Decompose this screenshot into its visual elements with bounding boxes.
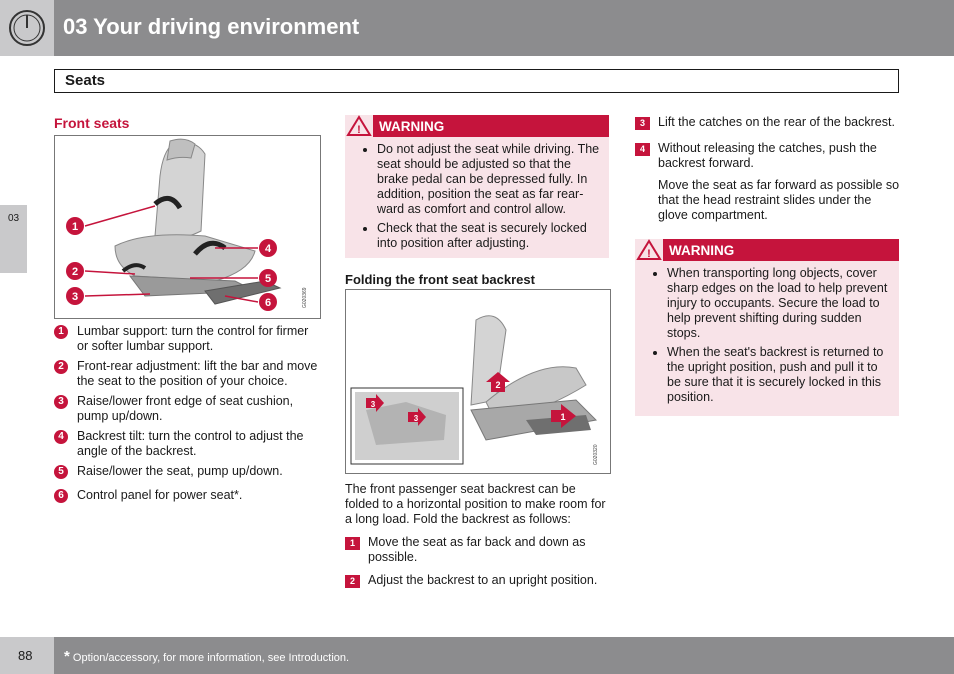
chapter-title: 03 Your driving environment [63, 14, 360, 39]
warning-bullet: When the seat's backrest is returned to … [667, 345, 891, 405]
section-bar: Seats [54, 69, 899, 93]
fig2-callout-3a: 3 [371, 400, 376, 409]
svg-text:3: 3 [72, 291, 78, 303]
gauge-icon [9, 10, 45, 46]
fig2-callout-3b: 3 [414, 414, 419, 423]
step-note: Move the seat as far forward as possible… [658, 178, 900, 222]
svg-text:6: 6 [265, 297, 271, 309]
svg-text:!: ! [647, 248, 651, 260]
chapter-header: 03 Your driving environment [0, 0, 954, 56]
warning-triangle-icon: ! [635, 239, 663, 261]
warning-label: WARNING [379, 119, 445, 134]
front-seat-illustration: 1 2 3 4 5 6 G020369 [55, 136, 320, 318]
warning-header: ! WARNING [345, 115, 609, 137]
footnote: * Option/accessory, for more information… [64, 648, 349, 665]
column-1: Front seats [54, 116, 321, 131]
fig2-callout-2: 2 [495, 380, 500, 390]
callout-2: 2 [66, 262, 84, 280]
footnote-asterisk: * [64, 648, 70, 665]
svg-text:!: ! [357, 124, 361, 136]
callout-6: 6 [259, 293, 277, 311]
side-tab-label: 03 [8, 213, 20, 224]
warning-bullet: When transporting long objects, cover sh… [667, 266, 891, 341]
front-seat-figure: 1 2 3 4 5 6 G020369 [54, 135, 321, 319]
warning-bullets: When transporting long objects, cover sh… [635, 261, 899, 417]
warning-box-1: ! WARNING Do not adjust the seat while d… [345, 115, 609, 258]
svg-text:5: 5 [265, 273, 271, 285]
warning-box-2: ! WARNING When transporting long objects… [635, 239, 899, 416]
callout-1: 1 [66, 217, 84, 235]
footnote-text: Option/accessory, for more information, … [72, 652, 350, 664]
warning-bullet: Do not adjust the seat while driving. Th… [377, 142, 601, 217]
section-title: Seats [65, 72, 106, 89]
figure-id: G020320 [593, 444, 599, 465]
warning-triangle-icon: ! [345, 115, 373, 137]
chapter-side-tab: 03 [0, 205, 27, 273]
warning-label: WARNING [669, 243, 735, 258]
folding-seat-illustration: 2 1 3 3 G020320 [346, 290, 610, 473]
svg-text:1: 1 [72, 221, 78, 233]
chapter-icon-area [0, 0, 54, 56]
page-number: 88 [18, 648, 33, 663]
callout-5: 5 [259, 269, 277, 287]
folding-backrest-heading: Folding the front seat backrest [345, 272, 535, 287]
svg-text:4: 4 [265, 243, 272, 255]
svg-text:2: 2 [72, 266, 78, 278]
front-seats-heading: Front seats [54, 115, 130, 131]
figure-id: G020369 [302, 287, 308, 308]
warning-header: ! WARNING [635, 239, 899, 261]
warning-bullet: Check that the seat is securely locked i… [377, 221, 601, 251]
folding-intro: The front passenger seat backrest can be… [345, 482, 606, 526]
callout-4: 4 [259, 239, 277, 257]
footer-bar: * Option/accessory, for more information… [54, 637, 954, 674]
page-footer: 88 * Option/accessory, for more informat… [0, 637, 954, 674]
callout-3: 3 [66, 287, 84, 305]
warning-bullets: Do not adjust the seat while driving. Th… [345, 137, 609, 263]
folding-seat-figure: 2 1 3 3 G020320 [345, 289, 611, 474]
fig2-callout-1: 1 [560, 412, 565, 422]
